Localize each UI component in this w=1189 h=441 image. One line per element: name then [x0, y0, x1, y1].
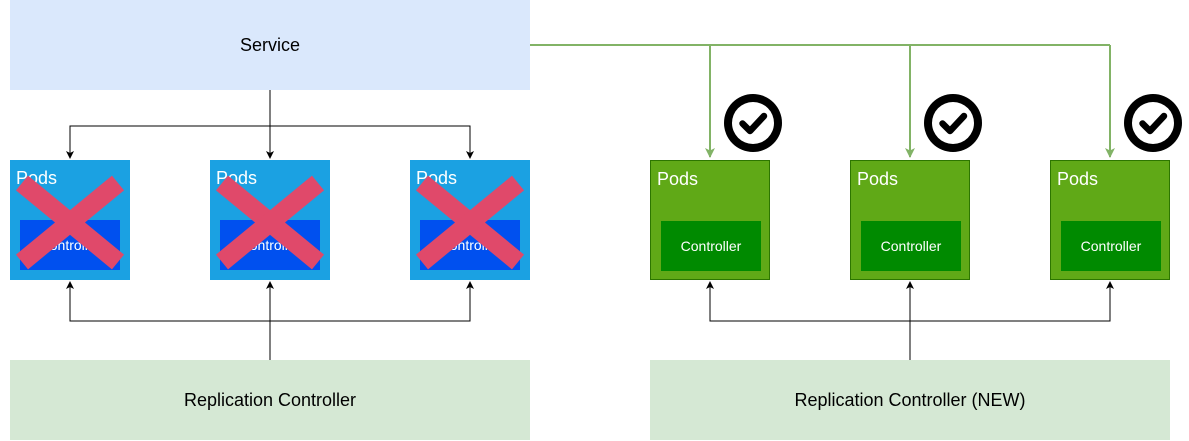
- service-to-new-pods-links: [530, 44, 1115, 158]
- pod-controller: Controller: [220, 220, 320, 270]
- pod-label: Pods: [16, 168, 58, 188]
- service-node: Service: [10, 0, 530, 90]
- pod-label: Pods: [216, 168, 258, 188]
- new-pod-1: Pods Controller: [650, 160, 770, 280]
- pod-controller: Controller: [20, 220, 120, 270]
- pod-controller: Controller: [1061, 221, 1161, 271]
- new-pod-2: Pods Controller: [850, 160, 970, 280]
- rc-to-old-pods-links: [66, 281, 474, 360]
- pod-controller: Controller: [661, 221, 761, 271]
- rc-new-to-new-pods-links: [706, 281, 1114, 360]
- pod-label: Pods: [857, 169, 899, 189]
- pod-controller-label: Controller: [1080, 238, 1142, 254]
- old-pod-1: Pods Controller: [10, 160, 130, 280]
- pod-controller-label: Controller: [880, 238, 942, 254]
- service-to-old-pods-links: [66, 90, 474, 159]
- pod-controller-label: Controller: [680, 238, 742, 254]
- replication-controller-new-label: Replication Controller (NEW): [794, 389, 1026, 410]
- check-circle-icon: [724, 94, 782, 152]
- pod-controller-label: Controller: [439, 237, 501, 253]
- replication-controller-label: Replication Controller: [183, 389, 357, 410]
- pod-label: Pods: [416, 168, 458, 188]
- new-pod-3: Pods Controller: [1050, 160, 1170, 280]
- check-circle-icon: [924, 94, 982, 152]
- pod-label: Pods: [1057, 169, 1099, 189]
- pod-label: Pods: [657, 169, 699, 189]
- pod-controller: Controller: [861, 221, 961, 271]
- pod-controller-label: Controller: [39, 237, 101, 253]
- service-label: Service: [239, 34, 301, 55]
- replication-controller-node: Replication Controller: [10, 360, 530, 440]
- pod-controller-label: Controller: [239, 237, 301, 253]
- replication-controller-new-node: Replication Controller (NEW): [650, 360, 1170, 440]
- old-pod-3: Pods Controller: [410, 160, 530, 280]
- check-circle-icon: [1124, 94, 1182, 152]
- pod-controller: Controller: [420, 220, 520, 270]
- old-pod-2: Pods Controller: [210, 160, 330, 280]
